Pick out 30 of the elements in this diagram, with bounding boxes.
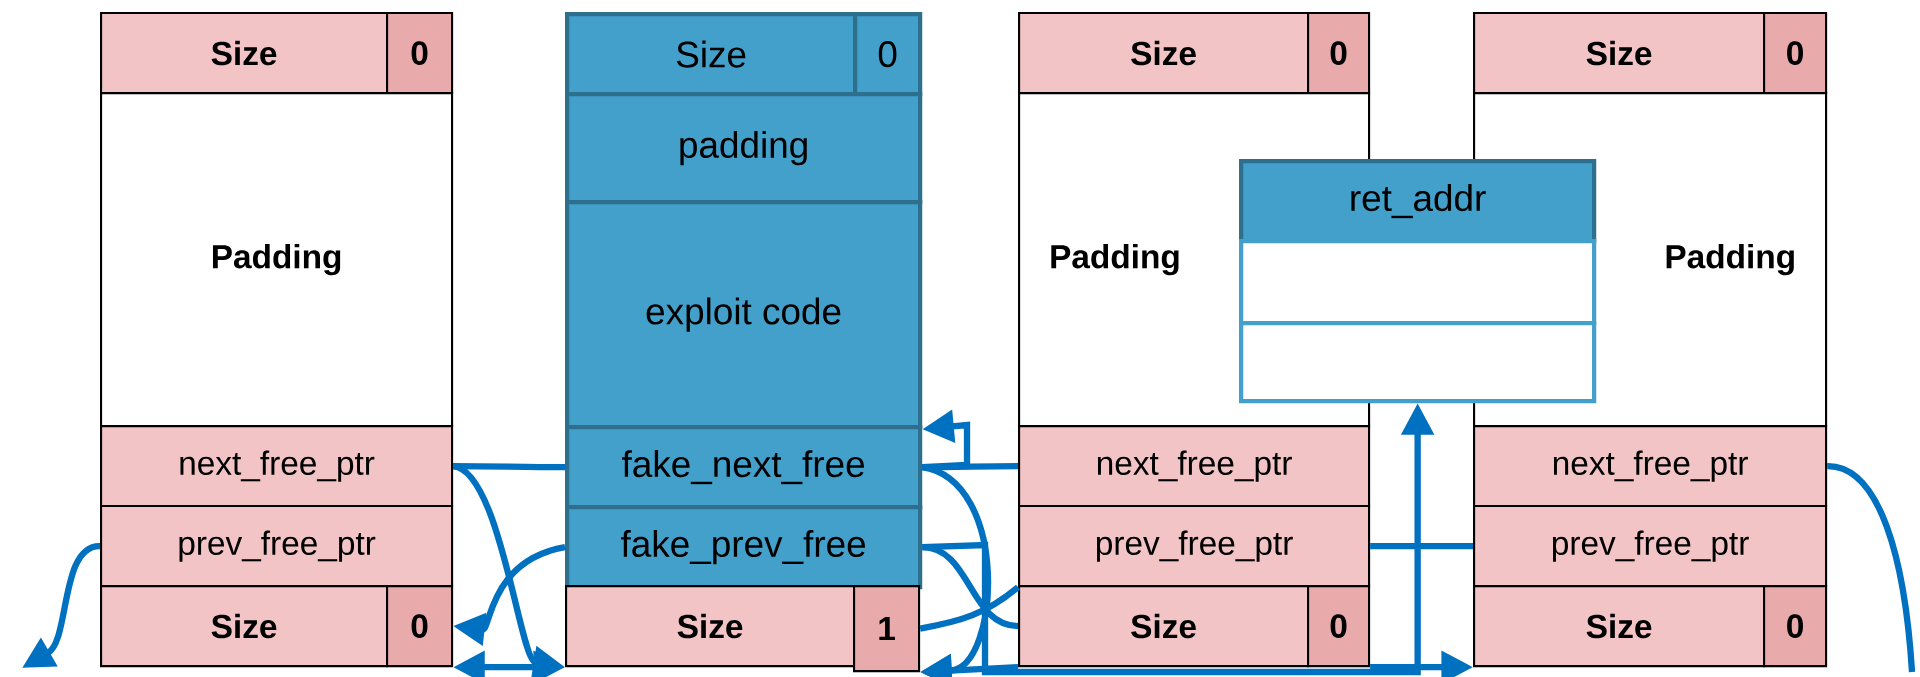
size-field: Size xyxy=(1473,12,1766,95)
connector-line xyxy=(922,462,1019,471)
table-header: ret_addr xyxy=(1239,159,1597,244)
flag-bit: 0 xyxy=(1763,12,1828,95)
flag-bit: 0 xyxy=(386,585,454,668)
connector-line xyxy=(1826,462,1916,673)
padding-area: Padding xyxy=(100,92,454,428)
pointer-field: next_free_ptr xyxy=(1473,425,1828,508)
pointer-field: next_free_ptr xyxy=(100,425,454,508)
flag-bit: 1 xyxy=(853,585,921,673)
size-field: Size xyxy=(565,585,856,668)
pointer-field: prev_free_ptr xyxy=(100,505,454,588)
pointer-field: next_free_ptr xyxy=(1018,425,1371,508)
size-field: Size xyxy=(100,12,389,95)
size-field: Size xyxy=(1473,585,1766,668)
pointer-field: fake_prev_free xyxy=(565,505,923,590)
pointer-field: prev_free_ptr xyxy=(1018,505,1371,588)
flag-bit: 0 xyxy=(1307,12,1371,95)
pointer-field: prev_free_ptr xyxy=(1473,505,1828,588)
flag-bit: 0 xyxy=(1763,585,1828,668)
connector-line xyxy=(921,544,1019,630)
flag-bit: 0 xyxy=(386,12,454,95)
table-row xyxy=(1239,321,1597,404)
size-field: Size xyxy=(100,585,389,668)
size-field: Size xyxy=(1018,12,1310,95)
connector-line xyxy=(919,584,1020,632)
flag-bit: 0 xyxy=(853,12,923,97)
size-field: Size xyxy=(1018,585,1310,668)
flag-bit: 0 xyxy=(1307,585,1371,668)
pointer-field: fake_next_free xyxy=(565,425,923,510)
